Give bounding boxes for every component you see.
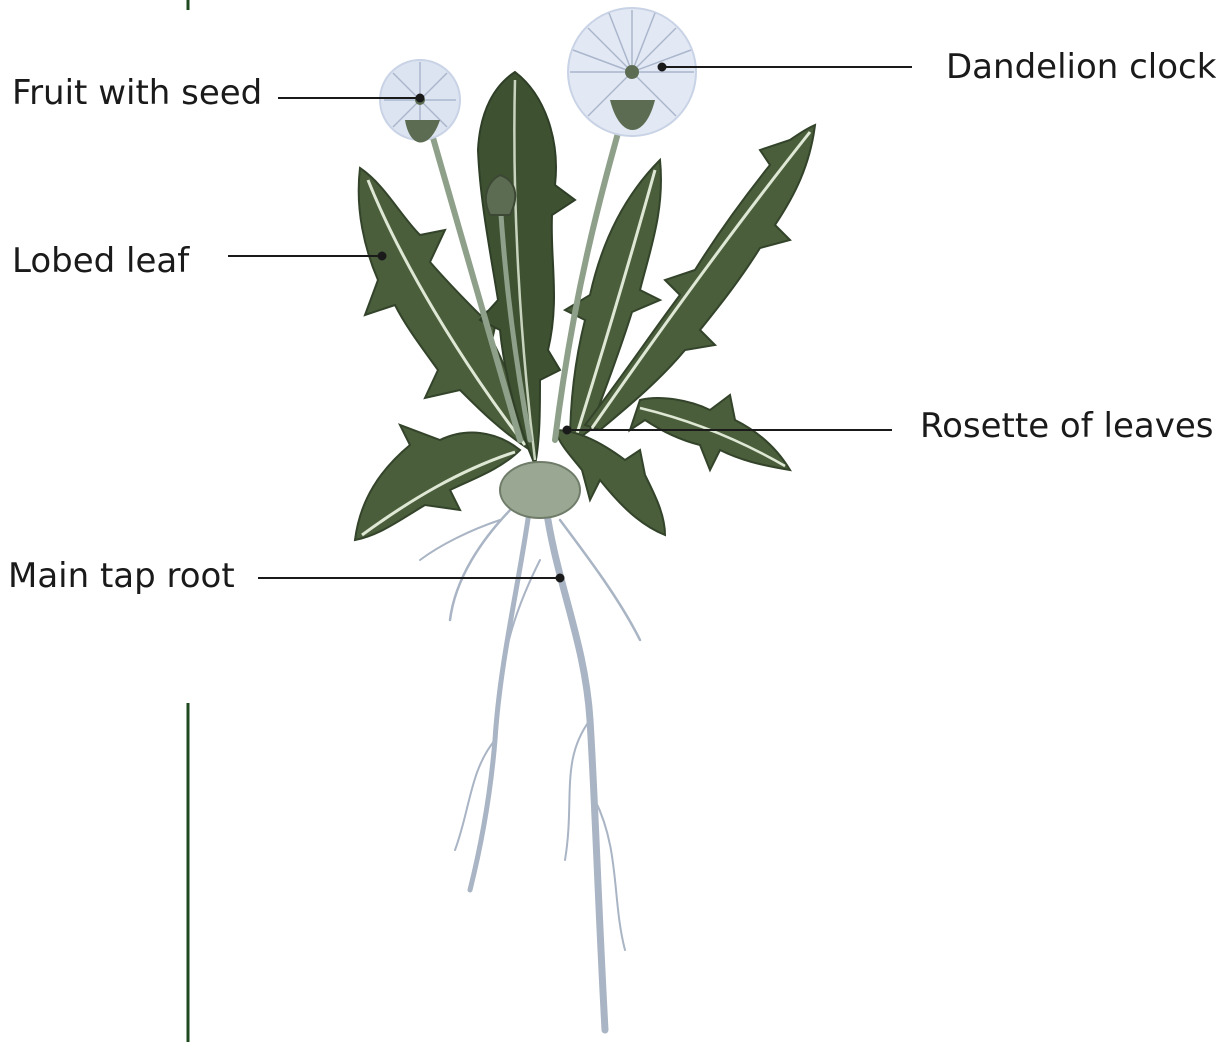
main-tap-root xyxy=(545,500,605,1030)
crown xyxy=(500,462,580,518)
lobed-leaf-lower-right xyxy=(630,395,790,470)
label-main-tap-root: Main tap root xyxy=(8,559,235,593)
dandelion-clock-head xyxy=(568,8,696,136)
label-lobed-leaf: Lobed leaf xyxy=(12,244,189,278)
leaves xyxy=(355,72,815,540)
secondary-root xyxy=(470,505,530,890)
label-dandelion-clock: Dandelion clock xyxy=(946,50,1216,84)
label-fruit-with-seed: Fruit with seed xyxy=(12,76,262,110)
root-system xyxy=(420,500,640,1030)
label-rosette-of-leaves: Rosette of leaves xyxy=(920,409,1213,443)
